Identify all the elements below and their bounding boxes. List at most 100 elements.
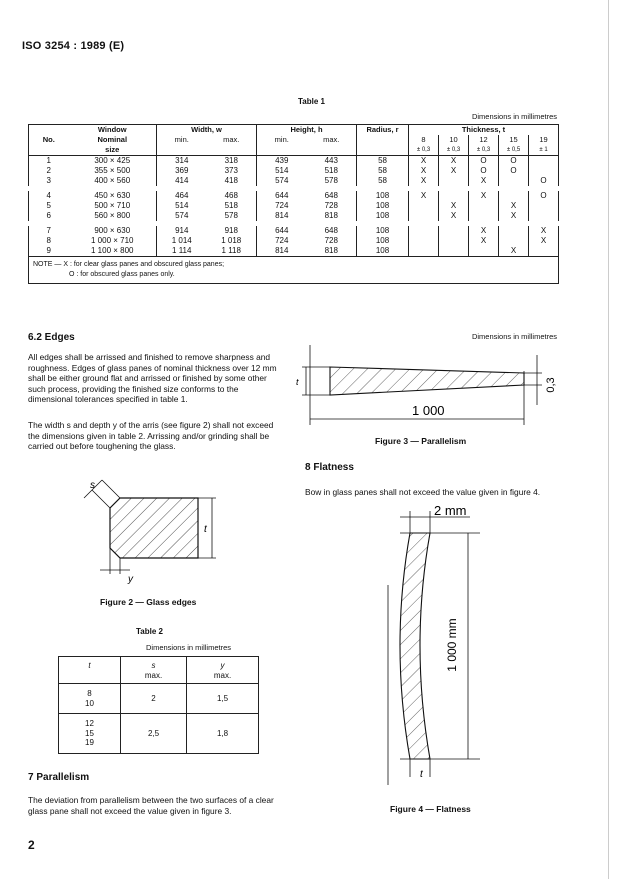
fig3-t-label: t [296, 377, 299, 387]
figure3-caption: Figure 3 — Parallelism [375, 436, 467, 446]
t1-h-hmax: max. [306, 135, 358, 145]
t1-cell-thickness-12: O [468, 155, 500, 166]
table1-dim-note: Dimensions in millimetres [471, 112, 557, 121]
t1-cell-thickness-12: X [468, 188, 500, 201]
t1-cell-size: 500 × 710 [68, 201, 157, 211]
t2-row1-t: 8 10 [58, 683, 121, 714]
figure3-dim-note: Dimensions in millimetres [471, 332, 557, 341]
t1-cell-wmax: 468 [206, 188, 258, 201]
table1-note1: NOTE — X : for clear glass panes and obs… [28, 256, 559, 270]
t1-h-blank3 [156, 145, 207, 156]
t1-cell-thickness-10: X [438, 166, 470, 176]
t1-cell-hmax: 518 [306, 166, 358, 176]
glass-edge-section [109, 497, 199, 559]
t1-cell-wmin: 464 [175, 191, 189, 200]
t1-cell-size: 900 × 630 [68, 223, 157, 236]
t1-h-size: size [68, 145, 157, 156]
t1-h-t8: 8 [408, 135, 440, 145]
t1-cell-radius: 108 [356, 201, 410, 211]
t1-h-hmin: min. [274, 135, 289, 144]
t1-h-tol10: ± 0,3 [438, 145, 470, 156]
t2-row2-y: 1,8 [216, 728, 229, 738]
t1-cell-thickness-10 [438, 176, 470, 189]
t1-cell-thickness-19: X [540, 236, 547, 245]
t2-row2-s: 2,5 [120, 713, 187, 753]
t1-cell-thickness-19: X [540, 226, 547, 235]
fig3-length-label: 1 000 [412, 403, 445, 418]
t1-cell-radius: 108 [356, 211, 410, 224]
t1-cell-radius: 58 [356, 166, 410, 176]
t1-cell-thickness-15: O [498, 155, 530, 166]
t1-cell-wmin: 369 [175, 166, 189, 175]
t1-cell-radius: 108 [356, 246, 410, 257]
t1-cell-thickness-15 [498, 176, 530, 189]
t1-cell-thickness-8 [408, 236, 440, 246]
t1-cell-thickness-19 [529, 156, 559, 167]
section-6-2-para1: All edges shall be arrissed and finished… [28, 352, 277, 405]
t1-cell-no: 8 [46, 236, 51, 245]
t1-cell-thickness-8 [408, 246, 440, 257]
t1-cell-hmin: 814 [275, 246, 289, 255]
t1-h-nominal: Nominal [68, 135, 157, 145]
t2-h-smax: max. [120, 670, 187, 684]
t1-cell-thickness-19 [529, 211, 559, 224]
t1-cell-thickness-19: O [540, 191, 547, 200]
t1-h-tol19: ± 1 [528, 145, 559, 156]
t1-cell-thickness-10: X [438, 201, 470, 211]
t1-cell-thickness-8: X [408, 166, 440, 176]
section-8-para1: Bow in glass panes shall not exceed the … [305, 487, 541, 497]
t1-h-wmin: min. [174, 135, 189, 144]
t1-cell-thickness-15: X [498, 246, 530, 257]
t1-cell-wmax: 1 018 [206, 236, 258, 246]
t1-cell-thickness-12: X [468, 176, 500, 189]
t1-h-blank4 [206, 145, 258, 156]
t1-h-tol12: ± 0,3 [468, 145, 500, 156]
tapered-pane-section [329, 366, 525, 396]
t2-r2-t12: 12 [85, 719, 94, 728]
t2-row1-s: 2 [120, 683, 187, 714]
t1-cell-radius: 58 [356, 155, 410, 166]
t1-h-wmax: max. [206, 135, 258, 145]
table2: t s y max. max. 8 10 2 1,5 12 15 19 2,5 … [58, 656, 259, 754]
t1-cell-thickness-19 [529, 246, 559, 257]
t1-cell-hmax: 578 [306, 176, 358, 189]
t1-cell-wmax: 918 [206, 223, 258, 236]
t1-cell-hmax: 443 [306, 155, 358, 166]
t2-h-blank [58, 670, 121, 684]
t2-r2-t15: 15 [85, 728, 94, 738]
t1-h-blank6 [306, 145, 358, 156]
section-7-para1: The deviation from parallelism between t… [28, 795, 274, 816]
t1-cell-wmin: 314 [175, 156, 189, 165]
t1-h-blank5 [256, 145, 307, 156]
t1-cell-no: 9 [46, 246, 51, 255]
t1-cell-no: 3 [46, 176, 51, 185]
t1-h-blank7 [356, 145, 410, 156]
t1-cell-thickness-8 [408, 211, 440, 224]
t1-cell-thickness-8 [408, 201, 440, 211]
t1-cell-thickness-15 [498, 236, 530, 246]
t1-cell-hmin: 439 [275, 156, 289, 165]
t2-h-s: s [120, 656, 187, 671]
t1-cell-wmax: 518 [206, 201, 258, 211]
t1-cell-thickness-8: X [408, 188, 440, 201]
bowed-pane-section [399, 532, 431, 760]
t1-h-radius: Radius, r [356, 124, 410, 135]
t1-cell-thickness-15 [498, 223, 530, 236]
t2-r1-t10: 10 [85, 698, 94, 708]
t1-cell-thickness-10 [438, 246, 470, 257]
fig4-length-label: 1 000 mm [445, 618, 459, 671]
t1-cell-no: 6 [46, 211, 51, 220]
t1-cell-thickness-10: X [438, 211, 470, 224]
t1-cell-size: 1 000 × 710 [68, 236, 157, 246]
figure4-caption: Figure 4 — Flatness [390, 804, 471, 814]
t1-cell-hmin: 814 [275, 211, 289, 220]
figure2-caption: Figure 2 — Glass edges [100, 597, 197, 607]
t1-cell-hmin: 644 [275, 191, 289, 200]
t2-r1-t8: 8 [87, 689, 92, 698]
fig4-bow-label: 2 mm [434, 505, 467, 518]
section-7-heading: 7 Parallelism [28, 772, 90, 783]
t1-h-tol8: ± 0,3 [408, 145, 440, 156]
